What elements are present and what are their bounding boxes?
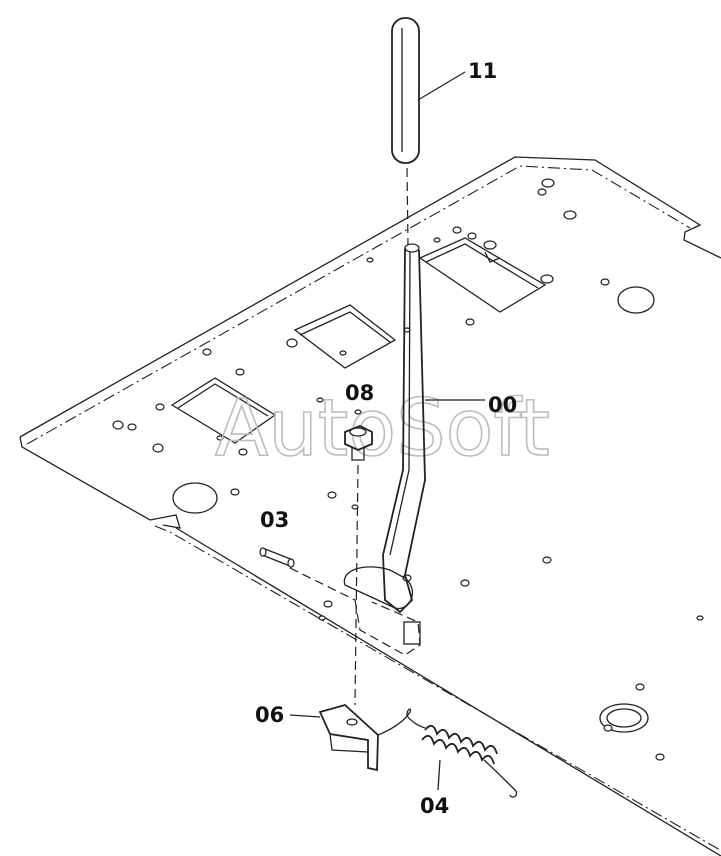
part-08-bolt	[344, 425, 373, 706]
part-03-pin	[259, 547, 295, 568]
label-part-08: 08	[345, 381, 374, 405]
label-part-03: 03	[260, 508, 289, 532]
part-11-grip	[391, 17, 466, 246]
label-part-06: 06	[255, 703, 284, 727]
watermark: AutoSoft	[215, 384, 550, 474]
label-part-11: 11	[468, 59, 497, 83]
part-04-spring	[377, 708, 518, 798]
base-plate	[19, 156, 721, 856]
lever-pivot	[289, 566, 421, 656]
part-06-bracket	[289, 703, 379, 772]
label-part-04: 04	[420, 794, 449, 818]
label-part-00: 00	[488, 393, 517, 417]
part-00-lever-rod	[382, 243, 485, 614]
